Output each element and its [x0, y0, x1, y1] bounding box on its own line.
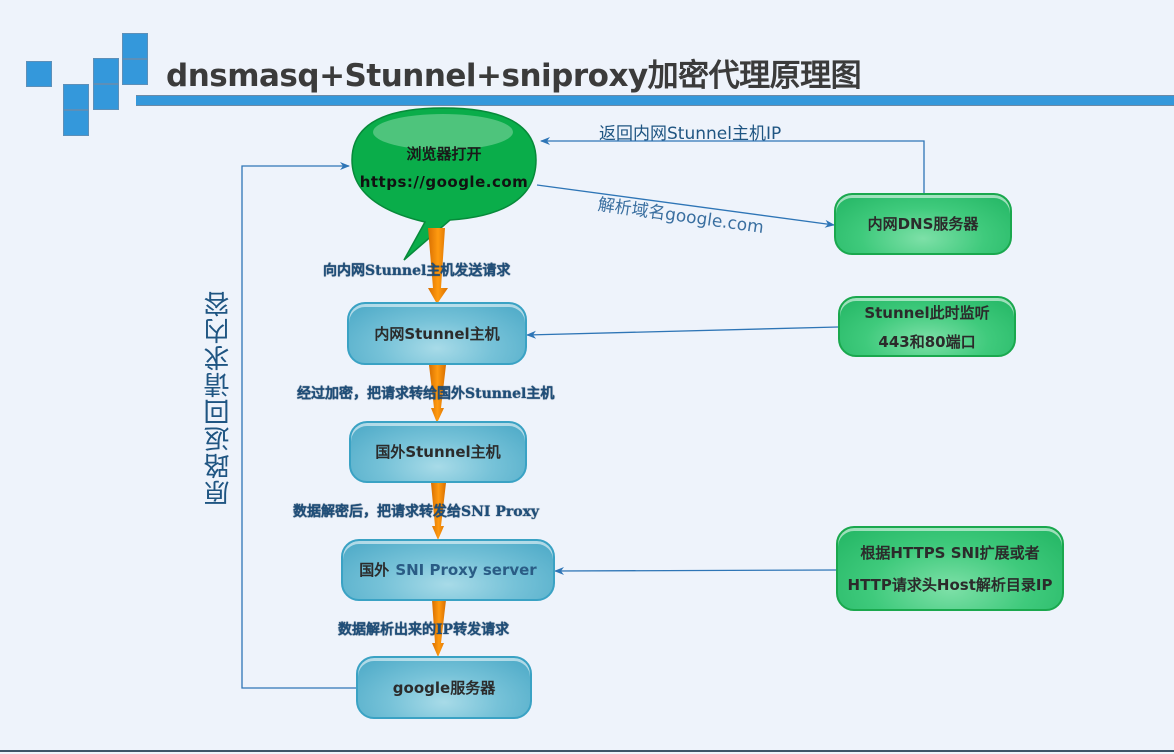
node-inner-stunnel[interactable]: 内网Stunnel主机 — [347, 302, 527, 365]
listen-connector — [526, 326, 839, 339]
node-label-main: SNI Proxy server — [395, 561, 537, 579]
flow-label: 向内网Stunnel主机发送请求 — [323, 263, 511, 279]
dns-return-connector — [540, 137, 925, 193]
node-label: 国外Stunnel主机 — [375, 443, 501, 461]
edge-label-return-path: 原路返回请求内容 — [204, 290, 234, 506]
logo-square — [26, 61, 52, 87]
sni-parse-connector — [554, 566, 837, 575]
logo-square — [93, 84, 119, 110]
node-sni-proxy[interactable]: 国外 SNI Proxy server — [341, 539, 555, 601]
flow-label: 数据解密后，把请求转发给SNI Proxy — [293, 504, 540, 520]
node-dns-server[interactable]: 内网DNS服务器 — [834, 193, 1012, 255]
node-sni-parse[interactable]: 根据HTTPS SNI扩展或者 HTTP请求头Host解析目录IP — [836, 526, 1064, 611]
node-outer-stunnel[interactable]: 国外Stunnel主机 — [349, 421, 527, 483]
dns-query-connector — [536, 184, 835, 228]
node-label: google服务器 — [392, 678, 496, 697]
flow-arrow — [432, 600, 446, 657]
flow-arrow — [428, 228, 448, 304]
bottom-border — [0, 750, 1174, 752]
node-stunnel-listen[interactable]: Stunnel此时监听 443和80端口 — [838, 296, 1016, 357]
node-label: 内网DNS服务器 — [867, 215, 979, 233]
node-label-line: 根据HTTPS SNI扩展或者 — [860, 543, 1040, 562]
node-google-server[interactable]: google服务器 — [356, 656, 532, 719]
edge-label-dns-return: 返回内网Stunnel主机IP — [599, 124, 782, 144]
flow-arrow — [429, 365, 446, 423]
flow-label: 数据解析出来的IP转发请求 — [338, 622, 510, 638]
browser-bubble-title: 浏览器打开 — [406, 145, 482, 163]
page-title: dnsmasq+Stunnel+sniproxy加密代理原理图 — [166, 58, 862, 94]
node-label-prefix: 国外 — [359, 561, 390, 579]
logo-square — [63, 110, 89, 136]
browser-bubble-shape — [351, 107, 537, 261]
node-label-line: HTTP请求头Host解析目录IP — [847, 575, 1053, 594]
browser-bubble-url: https://google.com — [359, 173, 529, 191]
node-label: 内网Stunnel主机 — [374, 324, 500, 343]
logo-square — [122, 33, 148, 59]
logo-square — [122, 59, 148, 85]
node-label-line: Stunnel此时监听 — [864, 303, 990, 322]
return-path-connector — [241, 162, 356, 689]
node-label-line: 443和80端口 — [878, 332, 976, 351]
logo-square — [93, 58, 119, 84]
title-underline — [136, 95, 1174, 106]
flow-label: 经过加密，把请求转给国外Stunnel主机 — [297, 386, 555, 402]
flow-arrow — [431, 483, 446, 540]
logo-square — [63, 84, 89, 110]
